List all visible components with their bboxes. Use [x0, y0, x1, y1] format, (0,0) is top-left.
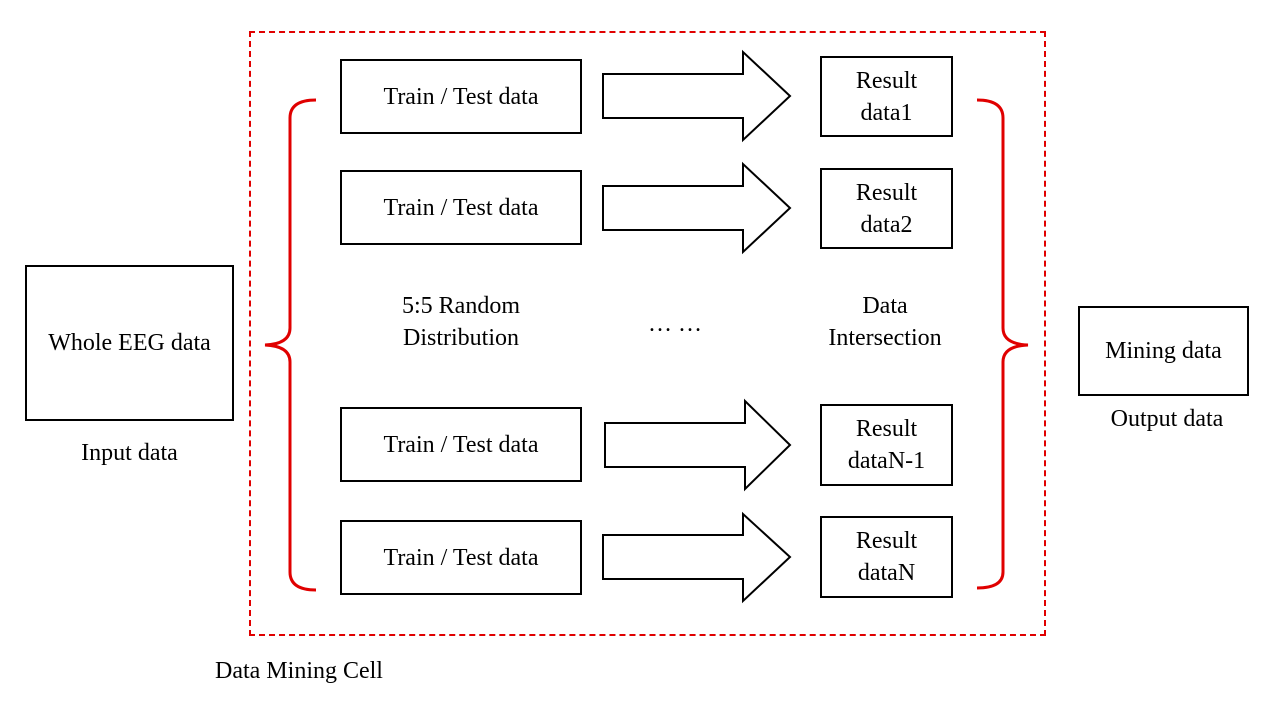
result-line1: Result: [855, 528, 918, 554]
intersection-line2: Intersection: [828, 325, 942, 351]
result-box: Result dataN-1: [820, 404, 953, 486]
train-test-label: Train / Test data: [383, 194, 539, 221]
distribution-line2: Distribution: [402, 325, 519, 351]
result-box: Result data1: [820, 56, 953, 137]
train-test-box: Train / Test data: [340, 170, 582, 245]
distribution-line1: 5:5 Random: [402, 293, 520, 319]
intersection-line1: Data: [862, 293, 908, 319]
train-test-label: Train / Test data: [383, 544, 539, 571]
result-line1: Result: [855, 67, 918, 94]
result-line2: dataN: [857, 560, 916, 586]
input-box-text: Whole EEG data: [48, 330, 211, 356]
train-test-box: Train / Test data: [340, 59, 582, 134]
result-line2: data1: [860, 99, 913, 126]
data-mining-cell-border: [249, 31, 1046, 636]
distribution-label: 5:5 Random Distribution: [380, 290, 542, 354]
result-line2: data2: [860, 211, 913, 238]
result-box: Result data2: [820, 168, 953, 249]
data-mining-cell-caption: Data Mining Cell: [215, 658, 383, 684]
input-box: Whole EEG data: [25, 265, 234, 421]
output-box-text: Mining data: [1105, 338, 1222, 364]
result-line1: Result: [855, 416, 918, 442]
model-label: Model 2: [632, 197, 714, 223]
result-box: Result dataN: [820, 516, 953, 598]
result-line2: dataN-1: [847, 448, 926, 474]
intersection-label: Data Intersection: [810, 290, 960, 354]
output-caption: Output data: [1110, 406, 1224, 432]
train-test-box: Train / Test data: [340, 407, 582, 482]
train-test-label: Train / Test data: [383, 83, 539, 110]
input-caption: Input data: [81, 440, 178, 466]
model-label: Model 1: [632, 85, 714, 111]
train-test-label: Train / Test data: [383, 431, 539, 458]
model-label: Model N-1: [622, 433, 728, 459]
ellipsis: … …: [648, 311, 702, 337]
model-label: Model N: [630, 545, 716, 571]
train-test-box: Train / Test data: [340, 520, 582, 595]
result-line1: Result: [855, 179, 918, 206]
output-box: Mining data: [1078, 306, 1249, 396]
